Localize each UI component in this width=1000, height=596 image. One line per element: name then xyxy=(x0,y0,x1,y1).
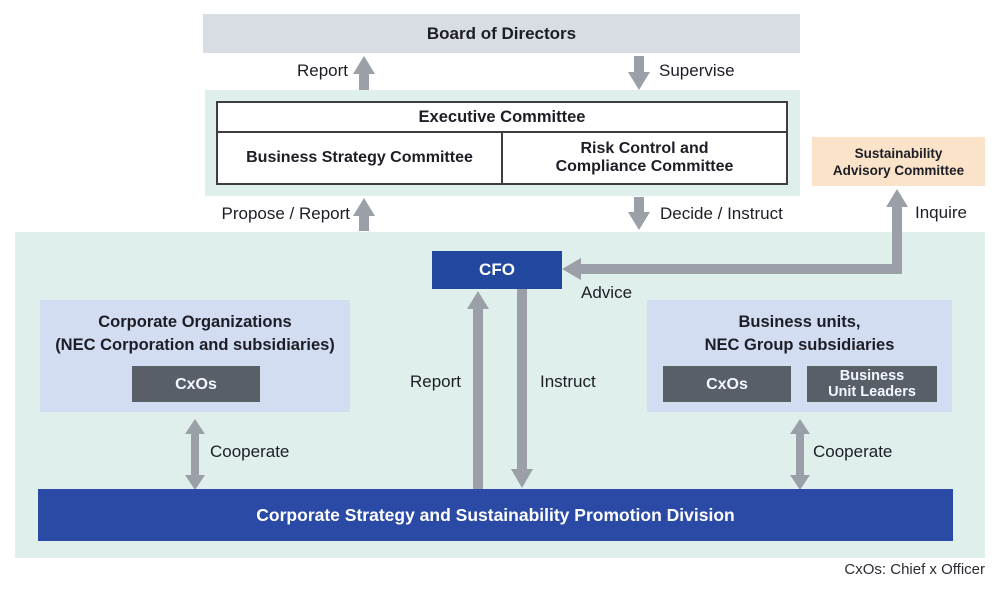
instruct-inner-label: Instruct xyxy=(540,372,596,391)
business-unit-leaders-line2: Unit Leaders xyxy=(828,384,916,400)
sustainability-advisory-committee-box: Sustainability Advisory Committee xyxy=(812,137,985,186)
corporate-organizations-box: Corporate Organizations (NEC Corporation… xyxy=(40,300,350,412)
corporate-organizations-line2: (NEC Corporation and subsidiaries) xyxy=(55,336,335,354)
report-top-label: Report xyxy=(296,61,348,80)
risk-control-line1: Risk Control and xyxy=(580,140,709,157)
cxos-box-left: CxOs xyxy=(132,366,260,402)
executive-committee-label: Executive Committee xyxy=(218,103,786,133)
business-strategy-committee-cell: Business Strategy Committee xyxy=(218,133,503,183)
advisory-line2: Advisory Committee xyxy=(832,162,965,178)
decide-instruct-down-arrow xyxy=(628,197,650,230)
business-units-line2: NEC Group subsidiaries xyxy=(704,336,895,354)
cooperate-left-label: Cooperate xyxy=(210,442,290,461)
report-up-arrow xyxy=(353,56,375,90)
report-inner-label: Report xyxy=(409,372,461,391)
corporate-organizations-line1: Corporate Organizations xyxy=(98,313,292,331)
division-bar: Corporate Strategy and Sustainability Pr… xyxy=(38,489,953,541)
board-of-directors-box: Board of Directors xyxy=(203,14,800,53)
business-unit-leaders-box: Business Unit Leaders xyxy=(807,366,937,402)
decide-instruct-label: Decide / Instruct xyxy=(660,204,783,223)
business-units-line1: Business units, xyxy=(738,313,861,331)
business-unit-leaders-line1: Business xyxy=(839,368,905,384)
propose-report-label: Propose / Report xyxy=(221,204,350,223)
advice-label: Advice xyxy=(581,283,633,302)
cxos-footnote: CxOs: Chief x Officer xyxy=(844,561,985,578)
cxos-box-right: CxOs xyxy=(663,366,791,402)
inquire-label: Inquire xyxy=(915,203,967,222)
risk-control-line2: Compliance Committee xyxy=(555,158,734,175)
executive-committee-box: Executive Committee Business Strategy Co… xyxy=(216,101,788,185)
supervise-down-arrow xyxy=(628,56,650,90)
advisory-line1: Sustainability xyxy=(854,145,943,161)
business-units-box: Business units, NEC Group subsidiaries C… xyxy=(647,300,952,412)
risk-control-committee-cell: Risk Control and Compliance Committee xyxy=(503,133,786,183)
supervise-label: Supervise xyxy=(659,61,735,80)
propose-report-up-arrow xyxy=(353,198,375,231)
cfo-box: CFO xyxy=(432,251,562,289)
cooperate-right-label: Cooperate xyxy=(813,442,893,461)
